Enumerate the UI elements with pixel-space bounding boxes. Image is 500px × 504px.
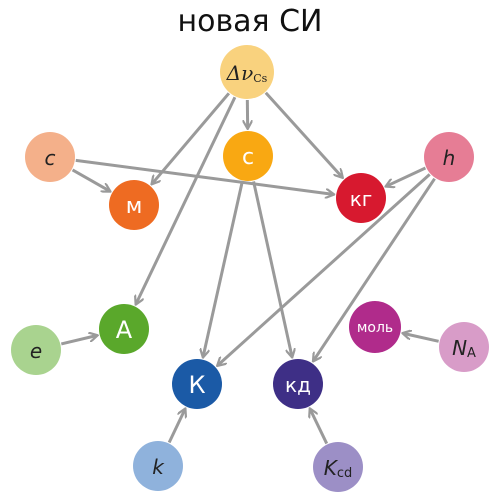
node-circle-m bbox=[109, 180, 159, 230]
node-label-kg: кг bbox=[350, 187, 373, 211]
node-label-main-c: c bbox=[45, 146, 56, 170]
edge-dnu-to-kg bbox=[264, 91, 342, 177]
node-e: e bbox=[11, 325, 61, 375]
node-Kcd: Kcd bbox=[313, 442, 363, 492]
node-cd: кд bbox=[273, 359, 323, 409]
node-dnu: ΔνCs bbox=[220, 45, 274, 99]
node-label-main-s: с bbox=[242, 145, 254, 170]
node-label-s: с bbox=[242, 145, 254, 170]
edge-c-to-m bbox=[71, 168, 110, 191]
edge-h-to-kg bbox=[386, 166, 427, 186]
node-label-m: м bbox=[126, 194, 143, 219]
node-label-mol: моль bbox=[357, 320, 393, 336]
node-circle-s bbox=[223, 131, 273, 181]
node-circle-cd bbox=[273, 359, 323, 409]
edge-s-to-K bbox=[203, 181, 244, 356]
node-circle-k bbox=[133, 441, 183, 491]
node-label-NA: NA bbox=[452, 336, 476, 361]
node-label-A: А bbox=[116, 316, 133, 344]
node-circle-K bbox=[172, 359, 222, 409]
node-label-main-A: А bbox=[116, 316, 133, 344]
node-circle-dnu bbox=[220, 45, 274, 99]
node-label-e: e bbox=[30, 339, 42, 363]
node-label-main-e: e bbox=[30, 339, 42, 363]
node-label-main-h: h bbox=[443, 146, 456, 170]
node-label-cd: кд bbox=[285, 373, 311, 397]
node-kg: кг bbox=[336, 173, 386, 223]
diagram-title: новая СИ bbox=[177, 4, 323, 39]
node-label-K: К bbox=[188, 371, 205, 399]
node-circle-kg bbox=[336, 173, 386, 223]
node-label-main-dnu: Δν bbox=[226, 61, 254, 85]
node-label-h: h bbox=[443, 146, 456, 170]
node-label-c: c bbox=[45, 146, 56, 170]
node-label-dnu: ΔνCs bbox=[226, 61, 268, 85]
node-circle-h bbox=[424, 132, 474, 182]
node-circle-A bbox=[99, 304, 149, 354]
node-label-main-K: К bbox=[188, 371, 205, 399]
node-label-main-k: k bbox=[152, 455, 165, 479]
node-circle-e bbox=[11, 325, 61, 375]
node-c: c bbox=[25, 132, 75, 182]
edge-h-to-K bbox=[218, 173, 431, 365]
node-circle-Kcd bbox=[313, 442, 363, 492]
node-label-main-kg: кг bbox=[350, 187, 373, 211]
node-s: с bbox=[223, 131, 273, 181]
node-h: h bbox=[424, 132, 474, 182]
node-m: м bbox=[109, 180, 159, 230]
node-label-Kcd: Kcd bbox=[324, 456, 353, 481]
node-label-k: k bbox=[152, 455, 165, 479]
node-label-sub-NA: A bbox=[467, 346, 476, 361]
node-circle-c bbox=[25, 132, 75, 182]
node-label-main-Kcd: K bbox=[324, 456, 339, 480]
node-label-main-mol: моль bbox=[357, 320, 393, 336]
edge-e-to-A bbox=[60, 335, 96, 346]
edge-c-to-kg bbox=[75, 158, 333, 194]
edge-s-to-cd bbox=[252, 181, 292, 356]
node-A: А bbox=[99, 304, 149, 354]
node-k: k bbox=[133, 441, 183, 491]
edges-layer bbox=[60, 91, 439, 445]
edge-NA-to-mol bbox=[403, 333, 439, 343]
edge-dnu-to-A bbox=[136, 96, 237, 303]
node-label-main-cd: кд bbox=[285, 373, 311, 397]
node-circle-mol bbox=[349, 301, 401, 353]
node-mol: моль bbox=[349, 301, 401, 353]
node-label-main-NA: N bbox=[452, 336, 467, 360]
node-label-main-m: м bbox=[126, 194, 143, 219]
node-NA: NA bbox=[439, 322, 489, 372]
node-K: К bbox=[172, 359, 222, 409]
edge-h-to-cd bbox=[314, 177, 436, 361]
node-circle-NA bbox=[439, 322, 489, 372]
node-label-sub-Kcd: cd bbox=[337, 466, 352, 481]
edge-k-to-K bbox=[167, 409, 185, 444]
edge-dnu-to-m bbox=[152, 92, 231, 183]
node-label-sub-dnu: Cs bbox=[253, 72, 267, 85]
edge-Kcd-to-cd bbox=[310, 409, 329, 445]
